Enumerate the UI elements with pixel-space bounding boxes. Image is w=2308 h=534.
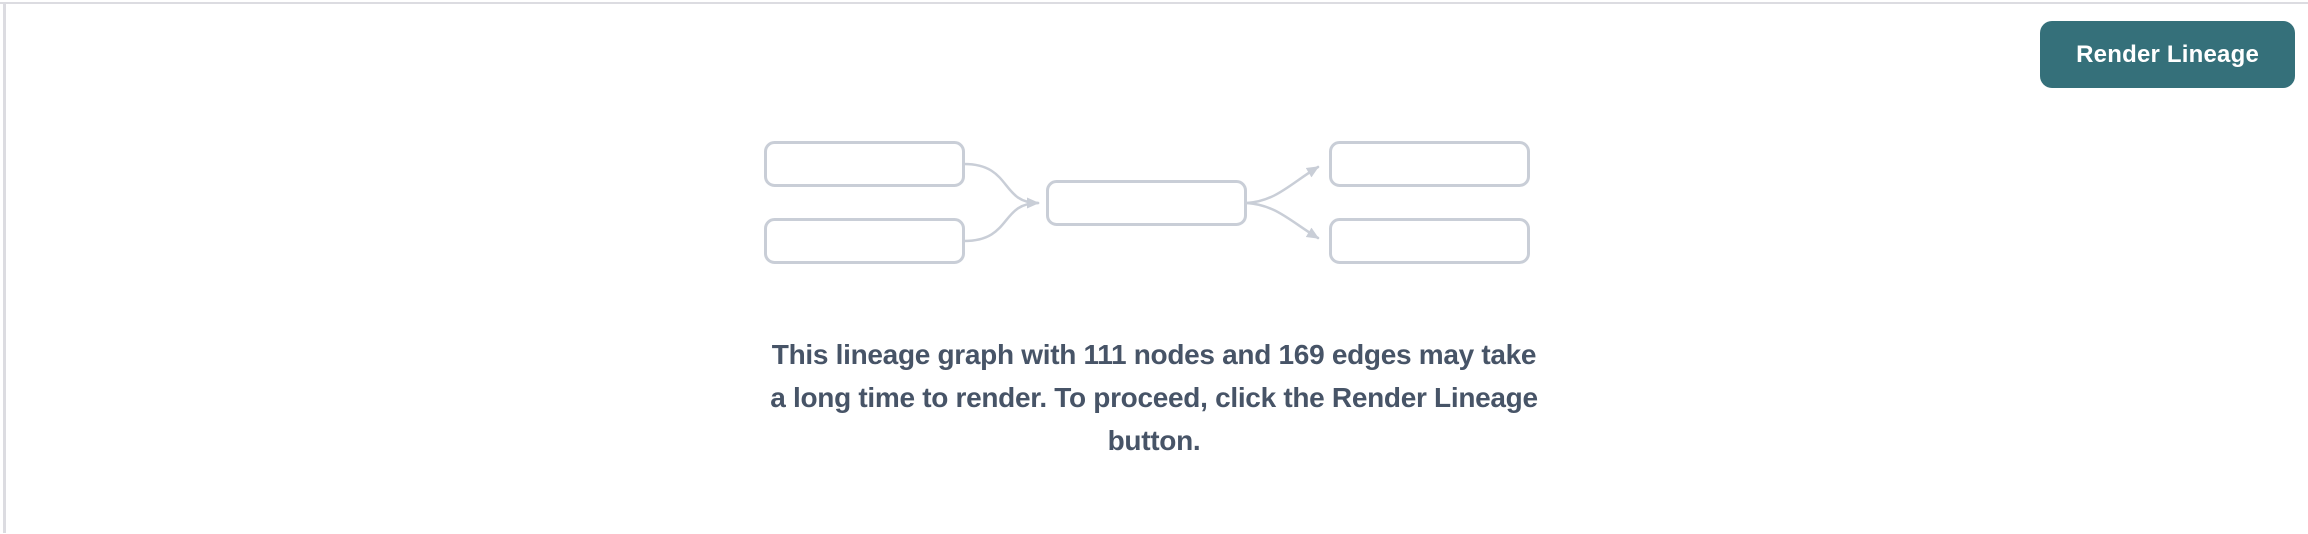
lineage-edge-bottomleft	[962, 201, 1040, 243]
render-warning-line: button.	[1107, 425, 1201, 456]
lineage-graph-icon	[764, 141, 1530, 264]
lineage-node-box	[1329, 141, 1530, 187]
left-divider	[3, 2, 6, 533]
lineage-placeholder: This lineage graph with 111 nodes and 16…	[0, 138, 2308, 462]
render-lineage-button-label: Render Lineage	[2076, 40, 2259, 68]
lineage-edge-topright	[1245, 165, 1320, 205]
lineage-node-box	[1046, 180, 1247, 226]
lineage-node-box	[764, 218, 965, 264]
lineage-node-box	[764, 141, 965, 187]
top-divider	[0, 2, 2308, 4]
lineage-edge-bottomright	[1245, 201, 1320, 240]
lineage-edge-topleft	[962, 162, 1040, 209]
render-warning-text: This lineage graph with 111 nodes and 16…	[770, 333, 1538, 462]
render-warning-line: a long time to render. To proceed, click…	[770, 382, 1538, 413]
lineage-node-box	[1329, 218, 1530, 264]
render-lineage-button[interactable]: Render Lineage	[2040, 21, 2295, 88]
render-warning-line: This lineage graph with 111 nodes and 16…	[771, 339, 1537, 370]
